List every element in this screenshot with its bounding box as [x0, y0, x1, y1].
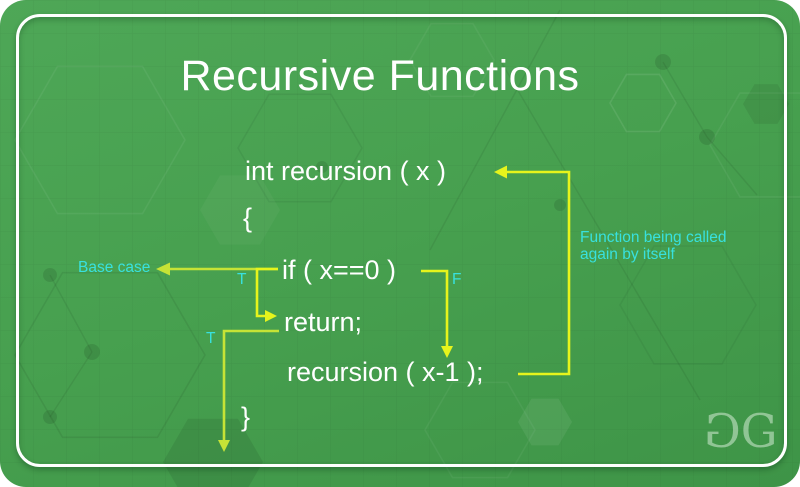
- code-line-close-brace: }: [241, 402, 251, 432]
- code-line-function-signature: int recursion ( x ): [245, 156, 447, 186]
- logo-g: G: [740, 404, 778, 458]
- code-line-return: return;: [284, 307, 363, 337]
- label-base-case: Base case: [78, 259, 151, 276]
- logo-g-mirrored: G: [708, 404, 741, 458]
- geeksforgeeks-logo: GG: [708, 404, 777, 458]
- code-line-if-condition: if ( x==0 ): [282, 255, 397, 285]
- code-line-open-brace: {: [243, 203, 253, 233]
- label-recursion-note: Function being called again by itself: [580, 229, 727, 263]
- label-true-branch: T: [237, 271, 247, 288]
- recursion-note-line2: again by itself: [580, 246, 675, 263]
- label-false-branch: F: [452, 271, 462, 288]
- code-line-recursive-call: recursion ( x-1 );: [287, 357, 484, 387]
- label-true-exit-branch: T: [206, 330, 216, 347]
- page-title: Recursive Functions: [180, 52, 580, 100]
- recursion-note-line1: Function being called: [580, 229, 727, 246]
